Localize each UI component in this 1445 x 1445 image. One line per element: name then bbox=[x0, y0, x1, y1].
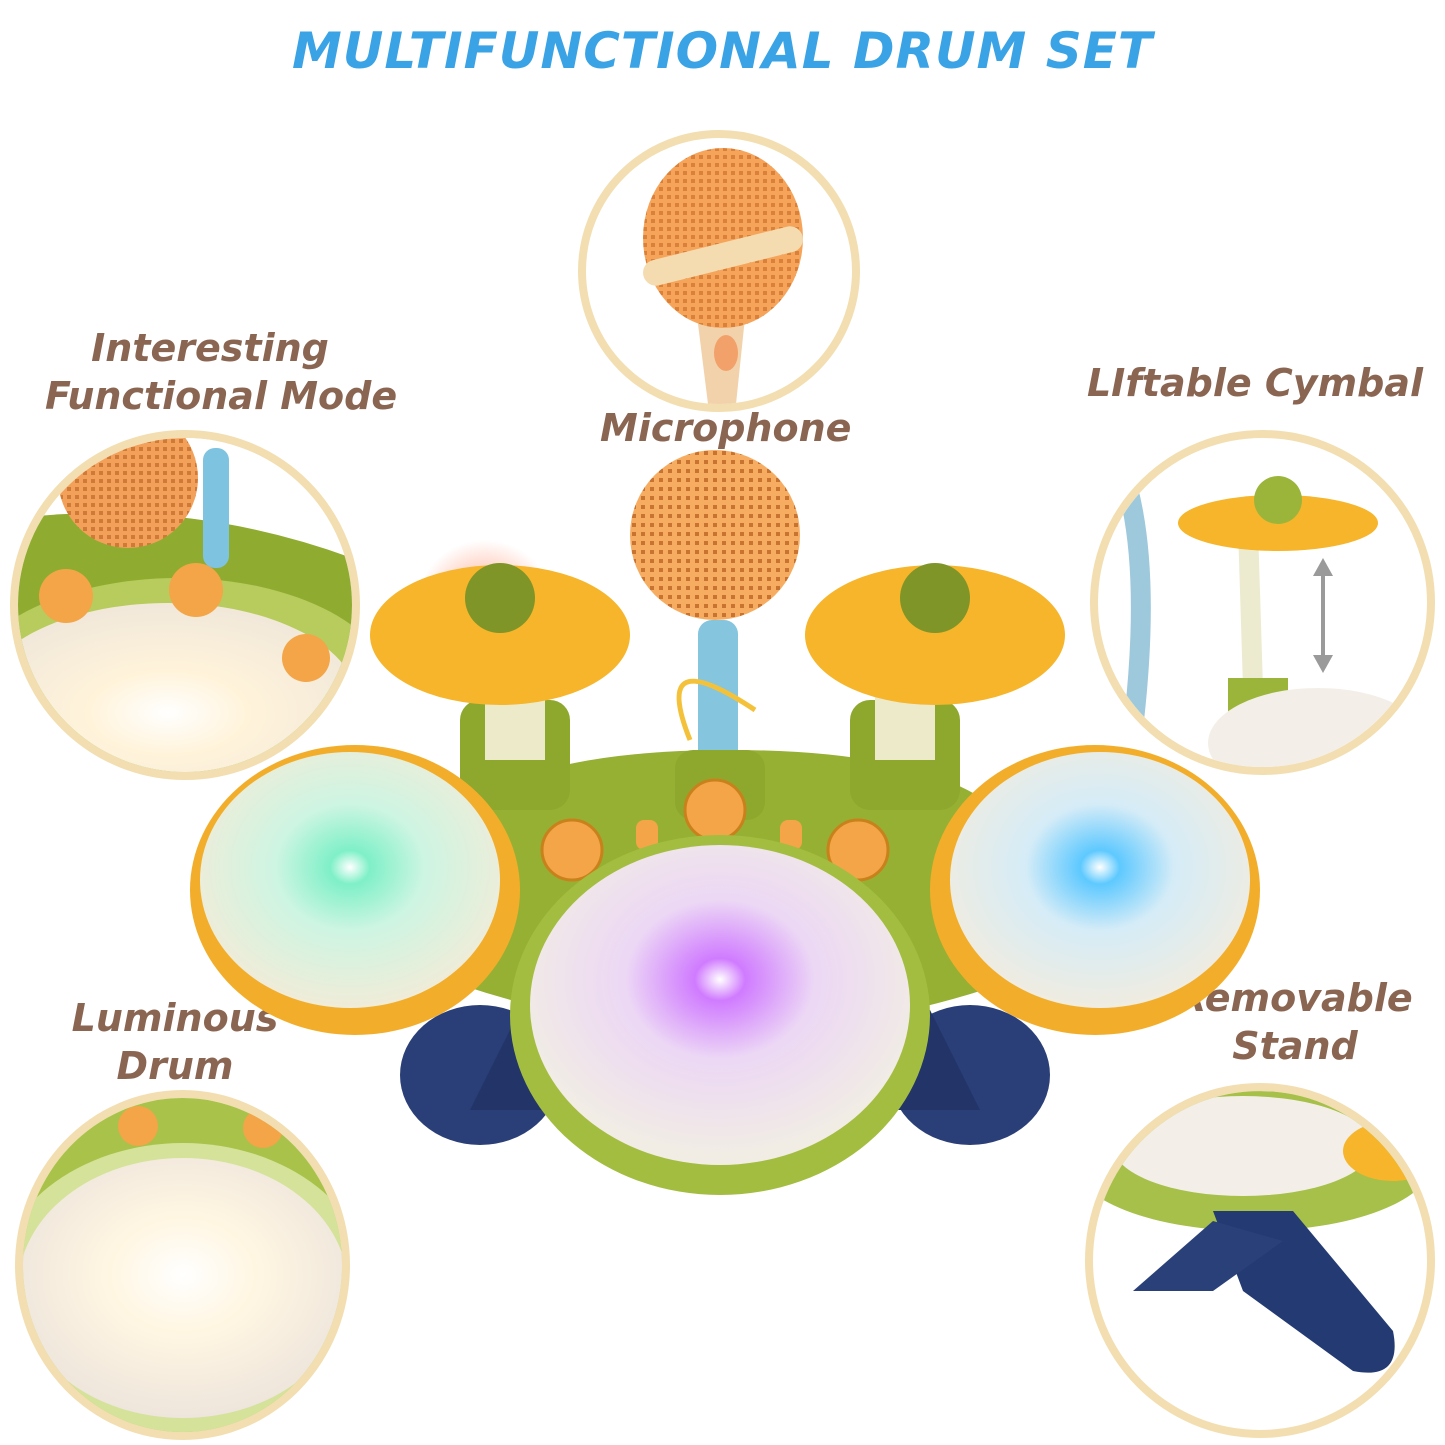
removable-stand-closeup bbox=[1085, 1083, 1435, 1438]
center-drum-pad[interactable] bbox=[510, 835, 930, 1195]
left-cymbal[interactable] bbox=[370, 540, 630, 705]
label-liftable-cymbal: LIftable Cymbal bbox=[1086, 361, 1424, 405]
microphone-head[interactable] bbox=[630, 450, 800, 620]
luminous-drum-closeup bbox=[15, 1090, 350, 1440]
switch-left[interactable] bbox=[636, 820, 658, 850]
label-luminous-drum: Luminous Drum bbox=[71, 996, 279, 1088]
right-cymbal[interactable] bbox=[805, 563, 1065, 705]
rhythm-button[interactable] bbox=[683, 778, 747, 842]
label-microphone: Microphone bbox=[600, 406, 852, 450]
drum-set-illustration bbox=[190, 450, 1260, 1195]
drum-mode-button[interactable] bbox=[540, 818, 604, 882]
mic-stand bbox=[698, 620, 738, 790]
label-functional-mode: Interesting Functional Mode bbox=[45, 326, 398, 418]
cymbal-closeup bbox=[1090, 430, 1435, 775]
microphone-icon bbox=[643, 148, 803, 404]
left-drum-pad[interactable] bbox=[190, 745, 520, 1035]
microphone-closeup bbox=[578, 130, 860, 412]
functional-mode-closeup bbox=[10, 430, 360, 780]
right-drum-pad[interactable] bbox=[930, 745, 1260, 1035]
page-title: MULTIFUNCTIONAL DRUM SET bbox=[291, 22, 1153, 80]
switch-right[interactable] bbox=[780, 820, 802, 850]
